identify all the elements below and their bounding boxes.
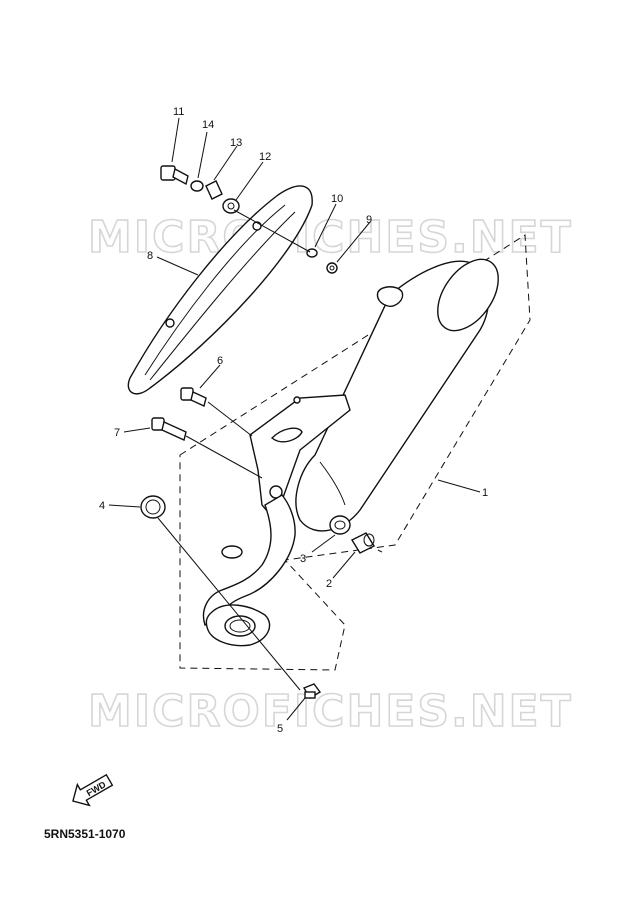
diagram-code: 5RN5351-1070 <box>44 827 126 841</box>
muffler <box>295 258 499 532</box>
callout-5: 5 <box>277 723 283 735</box>
callout-6: 6 <box>217 355 223 367</box>
bolt-7 <box>151 417 187 441</box>
bolt-11 <box>160 165 189 186</box>
heat-shield <box>127 185 313 395</box>
bolt-6 <box>180 387 207 407</box>
grommet-12 <box>222 198 240 214</box>
watermark-bottom: MICROFICHES.NET <box>88 686 573 737</box>
washer-9 <box>326 262 338 274</box>
callout-3: 3 <box>300 553 306 565</box>
gasket-4 <box>140 495 166 519</box>
callout-12: 12 <box>259 151 271 163</box>
callout-11: 11 <box>173 106 184 118</box>
collar-2 <box>351 532 375 554</box>
collar-3 <box>329 515 351 535</box>
callout-4: 4 <box>99 500 105 512</box>
callout-2: 2 <box>326 578 332 590</box>
forward-arrow-icon: FWD <box>72 773 114 807</box>
mounting-bracket <box>249 394 351 522</box>
callout-14: 14 <box>202 119 214 131</box>
callout-10: 10 <box>331 193 343 205</box>
washer-14 <box>190 180 204 192</box>
callout-13: 13 <box>230 137 242 149</box>
collar-13 <box>205 180 223 200</box>
nut-5 <box>302 683 322 699</box>
callout-1: 1 <box>482 487 488 499</box>
leader-lines <box>108 117 481 721</box>
callout-9: 9 <box>366 214 372 226</box>
washer-10 <box>306 248 318 258</box>
exhaust-pipe <box>202 494 296 647</box>
callout-7: 7 <box>114 427 120 439</box>
callout-8: 8 <box>147 250 153 262</box>
watermark-top: MICROFICHES.NET <box>88 212 573 263</box>
